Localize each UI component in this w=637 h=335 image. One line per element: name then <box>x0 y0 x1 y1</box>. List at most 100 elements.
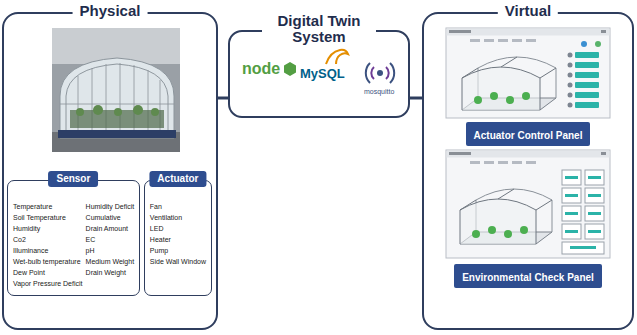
environment-screenshot-part <box>498 161 508 164</box>
environment-screenshot-part <box>562 170 581 185</box>
mysql-logo-text: MySQL <box>300 66 345 81</box>
sensor-item: Humidity <box>13 223 40 234</box>
actuator-screenshot-part <box>526 39 536 42</box>
actuator-screenshot-part <box>568 63 573 68</box>
actuator-screenshot-part <box>449 30 471 33</box>
connector-line <box>218 97 228 100</box>
actuator-item: Ventilation <box>150 212 182 223</box>
environment-screenshot <box>446 150 610 258</box>
actuator-screenshot-part <box>568 53 573 58</box>
actuator-screenshot-part <box>506 96 514 104</box>
actuator-screenshot-part <box>446 28 610 118</box>
greenhouse-photo-part <box>52 28 180 152</box>
actuator-screenshot-part <box>474 96 482 104</box>
nodejs-hexagon-part <box>284 62 296 76</box>
panel-label-text: Environmental Check Panel <box>462 272 594 283</box>
actuator-screenshot-part <box>575 92 599 98</box>
item-column: FanVentilationLEDHeaterPumpSide Wall Win… <box>150 201 206 267</box>
actuator-item: LED <box>150 223 164 234</box>
actuator-screenshot-part <box>581 41 587 47</box>
environment-screenshot-part <box>520 226 528 234</box>
actuator-item: Side Wall Window <box>150 256 206 267</box>
environment-screenshot-part <box>512 161 522 164</box>
environment-screenshot-part <box>472 230 480 238</box>
digital-twin-box: Digital Twin SystemnodeMySQLmosquitto <box>228 30 410 118</box>
environment-screenshot-part <box>565 230 578 233</box>
actuator-screenshot-part <box>484 39 494 42</box>
actuator-screenshot-part <box>601 30 606 33</box>
greenhouse-photo-part <box>76 108 84 116</box>
actuator-screenshot-part <box>522 92 530 100</box>
sensor-item: Co2 <box>13 234 26 245</box>
panel-title: Physical <box>73 3 148 19</box>
physical-panel: SensorTemperatureSoil TemperatureHumidit… <box>2 12 218 330</box>
actuator-screenshot-part <box>447 29 610 36</box>
environment-screenshot-part <box>446 150 610 258</box>
mosquitto-icon-part <box>390 63 394 83</box>
sensor-item: EC <box>86 234 135 245</box>
item-column: TemperatureSoil TemperatureHumidityCo2Il… <box>13 201 83 289</box>
environment-screenshot-part <box>601 152 606 155</box>
sensor-item: Humidity Deficit <box>86 201 135 212</box>
actuator-item: Pump <box>150 245 168 256</box>
environment-screenshot-part <box>526 161 536 164</box>
actuator-screenshot-part <box>501 57 517 67</box>
environment-screenshot-part <box>536 200 552 210</box>
actuator-screenshot-part <box>575 82 599 88</box>
nodejs-hexagon <box>284 62 296 76</box>
environment-screenshot-part <box>588 212 601 215</box>
greenhouse-photo-part <box>133 105 143 115</box>
virtual-panel: Actuator Control PanelEnvironmental Chec… <box>422 12 634 330</box>
greenhouse-photo-part <box>58 130 176 138</box>
greenhouse-photo-part <box>66 64 168 136</box>
greenhouse-photo-part <box>93 105 103 115</box>
sensor-item: Illuminance <box>13 245 48 256</box>
actuator-screenshot-part <box>462 67 540 110</box>
connector-line <box>410 97 422 100</box>
item-column: Humidity DeficitCumulative Drain AmountE… <box>86 201 135 278</box>
sensor-box: SensorTemperatureSoil TemperatureHumidit… <box>7 180 140 296</box>
actuator-box: ActuatorFanVentilationLEDHeaterPumpSide … <box>144 180 212 296</box>
section-header: Actuator <box>149 171 206 187</box>
mosquitto-icon-part <box>366 63 370 83</box>
greenhouse-photo <box>52 28 180 152</box>
mosquitto-icon <box>366 63 394 83</box>
actuator-screenshot-part <box>575 72 599 78</box>
actuator-screenshot-part <box>540 68 556 78</box>
mysql-dolphin <box>326 50 348 64</box>
sensor-item: Drain Weight <box>86 267 135 278</box>
actuator-screenshot-part <box>568 73 573 78</box>
sensor-item: Soil Temperature <box>13 212 66 223</box>
environment-screenshot-part <box>588 194 601 197</box>
panel-label: Environmental Check Panel <box>454 264 602 288</box>
environment-screenshot-part <box>565 176 578 179</box>
sensor-item: pH <box>86 245 135 256</box>
actuator-screenshot-part <box>575 102 599 108</box>
environment-screenshot-part <box>484 161 494 164</box>
environment-screenshot-part <box>565 212 578 215</box>
actuator-screenshot <box>446 28 610 118</box>
actuator-screenshot-part <box>462 68 478 78</box>
environment-screenshot-part <box>588 176 601 179</box>
environment-screenshot-part <box>449 152 471 155</box>
environment-screenshot-part <box>585 224 604 239</box>
environment-screenshot-part <box>460 200 476 210</box>
environment-screenshot-part <box>570 246 596 249</box>
environment-screenshot-part <box>565 194 578 197</box>
actuator-screenshot-part <box>498 39 508 42</box>
greenhouse-photo-part <box>151 108 159 116</box>
greenhouse-photo-part <box>114 108 122 116</box>
panel-title: Digital Twin System <box>262 13 376 45</box>
actuator-screenshot-part <box>568 83 573 88</box>
environment-screenshot-part <box>588 230 601 233</box>
environment-screenshot-part <box>562 224 581 239</box>
panel-title: Virtual <box>498 3 558 19</box>
actuator-screenshot-part <box>575 62 599 68</box>
sensor-item: Temperature <box>13 201 52 212</box>
actuator-screenshot-part <box>490 92 498 100</box>
environment-screenshot-part <box>585 170 604 185</box>
actuator-screenshot-part <box>595 41 601 47</box>
greenhouse-photo-part <box>60 104 174 105</box>
environment-screenshot-part <box>562 188 581 203</box>
